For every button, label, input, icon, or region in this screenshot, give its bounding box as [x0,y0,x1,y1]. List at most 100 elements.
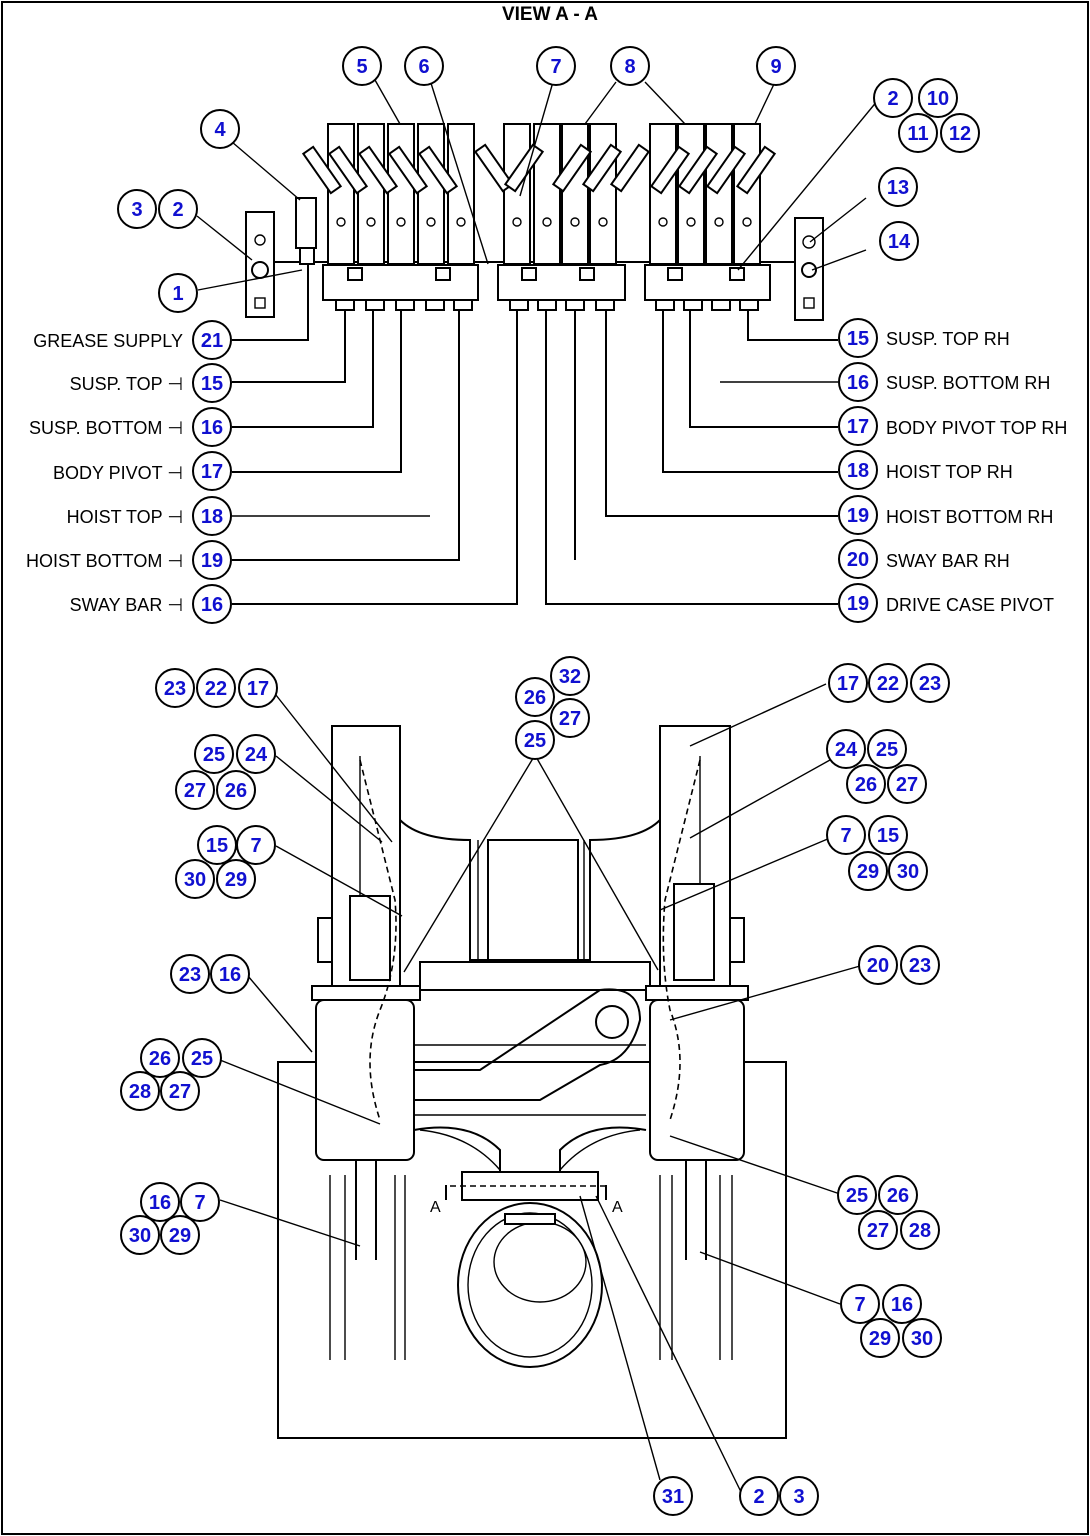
right-bracket-hole [802,235,816,249]
callout-circle [158,189,198,229]
callout-16: 16 [192,584,232,624]
callout-circle [858,1210,898,1250]
callout-21: 21 [192,320,232,360]
callout-circle [653,1476,693,1516]
callout-number: 22 [205,678,227,700]
callout-circle [236,734,276,774]
section-mark-left: A [430,1199,441,1216]
callout-13: 13 [878,167,918,207]
indicator-pin [705,145,747,195]
callout-circle [838,318,878,358]
callout-number: 29 [857,861,879,883]
callout-17: 17 [238,668,278,708]
callout-number: 25 [524,730,546,752]
callout-number: 22 [877,673,899,695]
callout-circle [192,320,232,360]
callout-28: 28 [900,1210,940,1250]
callout-26: 26 [216,770,256,810]
callout-circle [210,954,250,994]
callout-22: 22 [196,668,236,708]
callout-circle [175,859,215,899]
label-body-pivot: BODY PIVOT ⊣ [53,463,183,483]
inlet-fitting [299,247,315,265]
outlet-lines [232,264,838,605]
callout-number: 10 [927,88,949,110]
callout-number: 24 [245,744,268,766]
callout-circle [910,663,950,703]
indicator-pin [581,143,623,193]
callout-number: 27 [184,780,206,802]
label-susp-top: SUSP. TOP ⊣ [70,374,183,394]
callout-circle [192,407,232,447]
callout-circle [216,770,256,810]
label-hoist-bottom-rh: HOIST BOTTOM RH [886,507,1053,527]
callout-circle [838,362,878,402]
callout-circle [160,1071,200,1111]
callout-circle [120,1215,160,1255]
callout-circle [170,954,210,994]
callout-number: 19 [847,505,869,527]
callout-number: 7 [194,1192,205,1214]
callout-1: 1 [158,273,198,313]
callout-27: 27 [160,1071,200,1111]
callout-circle [838,450,878,490]
callout-circle [837,1175,877,1215]
callout-23: 23 [910,663,950,703]
callout-circle [900,945,940,985]
callout-14: 14 [879,221,919,261]
callout-circle [860,1318,900,1358]
callout-number: 6 [418,56,429,78]
callout-number: 28 [909,1220,931,1242]
callout-circle [879,221,919,261]
callout-number: 16 [847,372,869,394]
callout-circle [848,851,888,891]
callout-circle [858,945,898,985]
callout-number: 30 [184,869,206,891]
left-bracket-nut [254,297,266,309]
callout-10: 10 [918,78,958,118]
frame-assembly [277,725,787,1439]
callout-circle [846,764,886,804]
callout-15: 15 [868,815,908,855]
callout-circle [515,677,555,717]
callout-number: 26 [149,1048,171,1070]
callout-23: 23 [155,668,195,708]
callout-circle [878,1175,918,1215]
diff-housing [413,1126,647,1176]
callout-circle [342,46,382,86]
callout-circle [404,46,444,86]
callout-circle [900,1210,940,1250]
callout-circle [940,113,980,153]
label-grease-supply: GREASE SUPPLY [33,331,183,351]
right-pivot-block [673,883,715,981]
callout-circle [216,859,256,899]
manifold-bar-right [644,264,771,301]
callout-circle [902,1318,942,1358]
callout-15: 15 [192,363,232,403]
hose-right [662,759,701,1121]
callout-15: 15 [197,825,237,865]
callout-circle [120,1071,160,1111]
valve-bolts [336,217,752,281]
valve-block [533,123,561,265]
callout-number: 29 [225,869,247,891]
label-drive-case-pivot: DRIVE CASE PIVOT [886,595,1054,615]
callout-number: 29 [169,1225,191,1247]
valve-block [387,123,415,265]
callout-22: 22 [868,663,908,703]
callout-23: 23 [170,954,210,994]
callout-25: 25 [515,720,555,760]
hose-left [359,759,397,1121]
callout-number: 21 [201,330,223,352]
main-frame [277,1061,787,1439]
indicator-pin [327,145,369,195]
cycle-indicators [301,143,777,195]
callout-circle [158,273,198,313]
callout-16: 16 [210,954,250,994]
callout-number: 8 [624,56,635,78]
callout-number: 29 [869,1328,891,1350]
callout-18: 18 [838,450,878,490]
callout-number: 15 [201,373,223,395]
callout-number: 32 [559,666,581,688]
callout-circle [739,1476,779,1516]
